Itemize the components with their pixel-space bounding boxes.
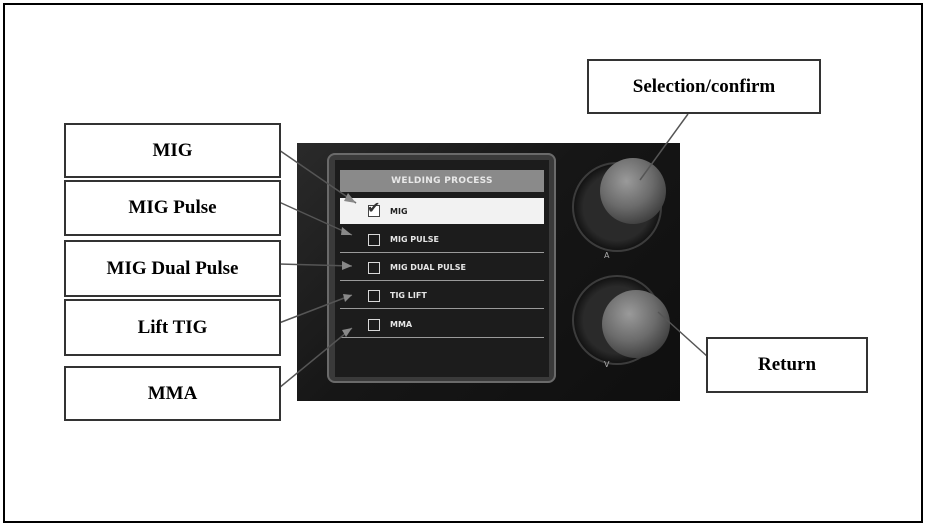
callout-lift-tig: Lift TIG	[64, 299, 281, 356]
callout-mig: MIG	[64, 123, 281, 178]
screen-title: WELDING PROCESS	[340, 170, 544, 192]
menu-item-tig-lift[interactable]: TIG LIFT	[340, 283, 544, 309]
checkbox-icon	[368, 233, 380, 246]
knob-mark-a: A	[604, 251, 610, 260]
selection-confirm-knob[interactable]	[600, 158, 666, 224]
menu-item-mig-pulse[interactable]: MIG PULSE	[340, 227, 544, 253]
callout-mig-pulse: MIG Pulse	[64, 180, 281, 236]
menu-item-label: MIG DUAL PULSE	[390, 263, 466, 272]
return-knob[interactable]	[602, 290, 670, 358]
checkbox-icon	[368, 318, 380, 331]
callout-selection-confirm: Selection/confirm	[587, 59, 821, 114]
knob-mark-v: V	[604, 360, 610, 369]
leader-lines	[278, 113, 709, 389]
menu-item-label: MIG	[390, 206, 408, 216]
callout-mig-dual-pulse: MIG Dual Pulse	[64, 240, 281, 297]
callout-mma: MMA	[64, 366, 281, 421]
checkbox-icon	[368, 261, 380, 274]
menu-item-mma[interactable]: MMA	[340, 312, 544, 338]
checkmark-icon: ✔	[367, 198, 381, 217]
menu-item-label: MMA	[390, 320, 413, 329]
lcd-screen	[335, 160, 549, 377]
menu-item-label: MIG PULSE	[390, 235, 439, 244]
checkbox-checked-icon: ✔	[367, 200, 380, 217]
menu-item-label: TIG LIFT	[390, 291, 427, 300]
menu-item-mig[interactable]: ✔ MIG	[340, 198, 544, 224]
callout-return: Return	[706, 337, 868, 393]
checkbox-icon	[368, 289, 380, 302]
menu-item-mig-dual-pulse[interactable]: MIG DUAL PULSE	[340, 255, 544, 281]
